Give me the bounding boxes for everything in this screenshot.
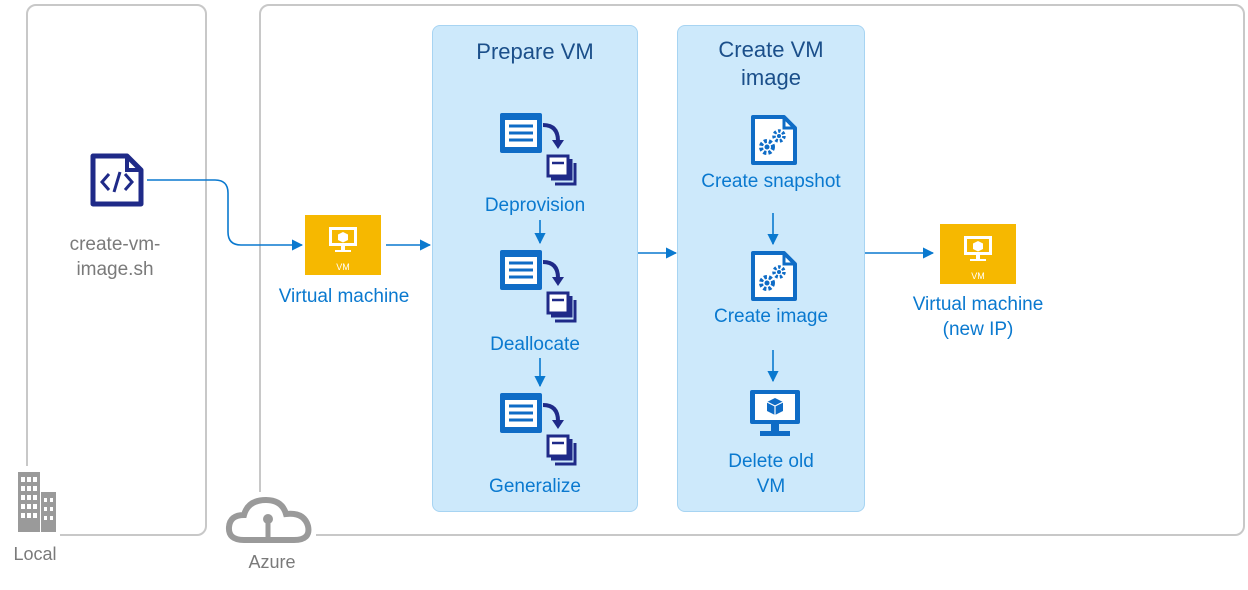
step-generalize-label: Generalize: [489, 476, 581, 497]
vm-icon: [305, 215, 381, 275]
create-vm-image-title: Create VM image: [718, 37, 824, 90]
gear-document-icon: [751, 251, 797, 301]
local-boundary: [26, 4, 207, 536]
step-create-snapshot-label: Create snapshot: [701, 171, 841, 192]
step-create-image-label: Create image: [713, 306, 829, 327]
vm-icon: [940, 224, 1016, 284]
script-run-icon: [500, 250, 577, 323]
vm-badge: VM: [336, 262, 350, 272]
vm-source-label: Virtual machine: [278, 286, 410, 307]
building-icon: [14, 466, 60, 536]
vm-target-label: Virtual machine (new IP): [912, 294, 1044, 340]
vm-badge: VM: [971, 271, 985, 281]
script-run-icon: [500, 113, 577, 186]
prepare-vm-title: Prepare VM: [476, 39, 594, 64]
arrow-script-to-vm: [147, 179, 304, 251]
gear-document-icon: [751, 115, 797, 165]
step-delete-old-vm-label: Delete old VM: [728, 451, 814, 497]
script-file-label: create-vm- image.sh: [69, 234, 161, 280]
azure-boundary: [259, 4, 1245, 536]
monitor-vm-icon: [750, 390, 800, 436]
azure-cloud-icon: [224, 492, 316, 550]
local-label: Local: [13, 544, 57, 564]
code-file-icon: [90, 153, 144, 207]
script-run-icon: [500, 393, 577, 466]
azure-label: Azure: [248, 552, 296, 572]
step-deprovision-label: Deprovision: [484, 195, 586, 216]
step-deallocate-label: Deallocate: [490, 334, 580, 355]
